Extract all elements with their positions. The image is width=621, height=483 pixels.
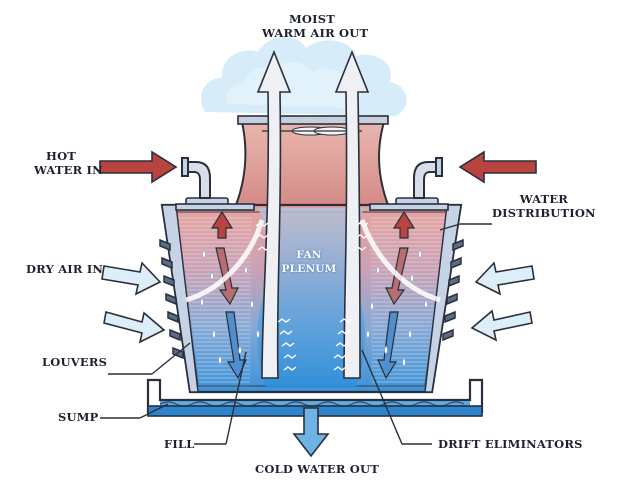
- cold-water-out-arrow-icon: [292, 407, 330, 458]
- hot-water-arrow-icon: [99, 150, 537, 184]
- label-louvers: LOUVERS: [42, 355, 108, 369]
- pipe-icon: [181, 157, 443, 199]
- dry-air-arrow-icon: [101, 261, 535, 344]
- label-fan-line1: FAN: [296, 249, 322, 261]
- water-distribution-pipes: [175, 197, 449, 211]
- label-fan-line2: PLENUM: [281, 263, 337, 275]
- label-water-line2: DISTRIBUTION: [492, 206, 596, 220]
- label-moist-line1: MOIST: [289, 12, 335, 26]
- label-cold-water-out: COLD WATER OUT: [255, 462, 379, 476]
- label-fan-plenum: FAN PLENUM: [279, 248, 339, 276]
- label-moist-warm-air-out: MOIST WARM AIR OUT: [262, 12, 369, 40]
- fan-stack: [234, 115, 390, 206]
- label-water-distribution: WATER DISTRIBUTION: [492, 192, 596, 220]
- label-hot-line2: WATER IN: [34, 163, 103, 177]
- fan-plenum: [257, 208, 365, 388]
- label-drift-eliminators: DRIFT ELIMINATORS: [438, 437, 583, 451]
- louvers-right: [442, 238, 464, 342]
- drift-eliminators: [255, 222, 369, 371]
- label-water-line1: WATER: [519, 192, 569, 206]
- steam-cloud: [201, 37, 407, 116]
- label-moist-line2: WARM AIR OUT: [262, 26, 369, 40]
- air-flow-arcs: [185, 219, 441, 303]
- louvers-left: [159, 238, 184, 360]
- label-hot-water-in: HOT WATER IN: [34, 149, 103, 177]
- label-hot-line1: HOT: [46, 149, 77, 163]
- leader-lines: [100, 223, 492, 445]
- water-drop-icon: [200, 249, 428, 367]
- label-sump: SUMP: [58, 410, 99, 424]
- label-dry-air-in: DRY AIR IN: [26, 262, 104, 276]
- moist-air-arrow-icon: [256, 49, 370, 379]
- label-fill: FILL: [164, 437, 195, 451]
